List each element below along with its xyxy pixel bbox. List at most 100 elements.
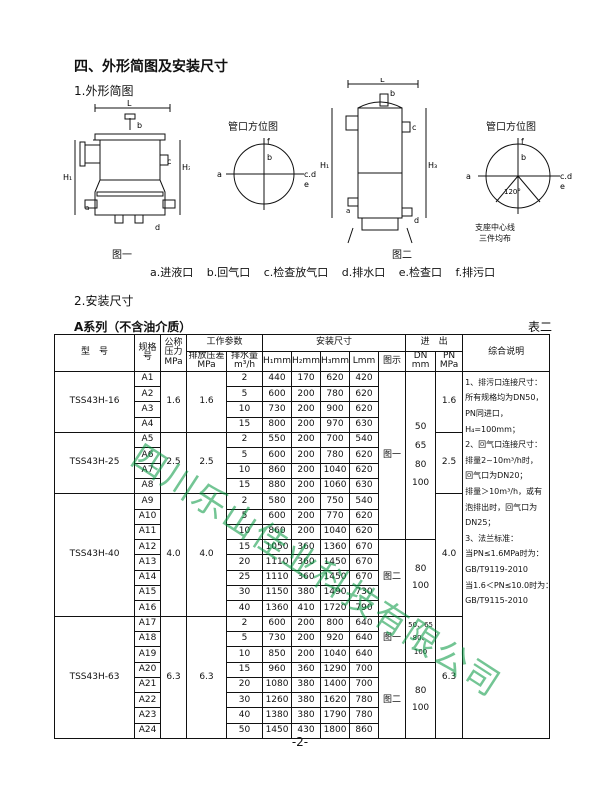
cell-spec: A13 xyxy=(134,554,161,571)
cell-h3: 920 xyxy=(320,630,351,648)
cell-l: 670 xyxy=(349,569,380,587)
cell-drain-vol: 40 xyxy=(225,707,264,724)
cell-h2: 380 xyxy=(291,676,322,694)
header-fig: 图示 xyxy=(378,351,407,372)
cell-h3: 620 xyxy=(320,370,351,388)
legend-item: e.检查口 xyxy=(398,266,443,279)
cell-h2: 200 xyxy=(291,508,322,525)
cell-h2: 200 xyxy=(291,401,322,418)
cell-h1: 600 xyxy=(262,447,293,464)
svg-text:f: f xyxy=(267,137,270,146)
svg-text:b: b xyxy=(137,121,142,130)
cell-spec: A11 xyxy=(134,523,161,541)
header-dn: DN mm xyxy=(405,351,437,372)
cell-h1: 1080 xyxy=(262,676,293,694)
header-pn: PN MPa xyxy=(435,351,464,372)
svg-text:a: a xyxy=(85,204,89,212)
cell-pressure: 6.3 xyxy=(160,615,187,740)
cell-h2: 200 xyxy=(291,493,322,510)
port-diagram-2-title: 管口方位图 xyxy=(486,122,536,133)
cell-model: TSS43H-63 xyxy=(54,615,135,740)
cell-description: 1、排污口连接尺寸：所有规格均为DN50，PN同进口，H₄=100mm；2、回气… xyxy=(462,370,551,740)
cell-h1: 730 xyxy=(262,630,293,648)
cell-drain-vol: 40 xyxy=(225,600,264,617)
cell-drain-vol: 5 xyxy=(225,508,264,525)
port-diagram-1: f b a c.d e xyxy=(217,137,316,210)
cell-h2: 410 xyxy=(291,600,322,617)
legend-item: c.检查放气口 xyxy=(263,266,329,279)
cell-spec: A24 xyxy=(134,722,161,740)
cell-drain-vol: 30 xyxy=(225,585,264,602)
dn-value: 65 xyxy=(414,440,427,451)
svg-text:b: b xyxy=(390,89,395,98)
header-pressure: 公称压力MPa xyxy=(160,334,187,372)
cell-h3: 1450 xyxy=(320,554,351,571)
cell-h3: 800 xyxy=(320,615,351,632)
cell-drain-vol: 2 xyxy=(225,370,264,388)
svg-text:e: e xyxy=(560,182,565,191)
cell-h2: 380 xyxy=(291,692,322,709)
description-line: 2、回气口连接尺寸： xyxy=(465,440,543,450)
cell-model: TSS43H-16 xyxy=(54,370,135,434)
cell-drain-diff: 4.0 xyxy=(186,493,227,617)
cell-model: TSS43H-40 xyxy=(54,493,135,617)
angle-label: 120° xyxy=(504,188,521,196)
cell-h1: 600 xyxy=(262,508,293,525)
cell-l: 620 xyxy=(349,386,380,403)
cell-spec: A10 xyxy=(134,508,161,525)
cell-drain-vol: 10 xyxy=(225,462,264,479)
cell-l: 620 xyxy=(349,401,380,418)
cell-h2: 200 xyxy=(291,477,322,495)
figure-1-drawing: L b c H₁ H₃ a d xyxy=(63,100,190,232)
cell-h3: 1040 xyxy=(320,462,351,479)
cell-h3: 750 xyxy=(320,493,351,510)
header-drain-vol: 排水量m³/h xyxy=(225,351,264,372)
legend-item: f.排污口 xyxy=(455,266,496,279)
description-line: 所有规格均为DN50， xyxy=(465,393,544,403)
series-title: A系列（不含油介质） xyxy=(74,320,192,334)
svg-text:H₁: H₁ xyxy=(320,161,329,170)
cell-h2: 200 xyxy=(291,416,322,434)
cell-spec: A3 xyxy=(134,401,161,418)
cell-h1: 1360 xyxy=(262,600,293,617)
cell-l: 630 xyxy=(349,416,380,434)
cell-h1: 860 xyxy=(262,523,293,541)
cell-spec: A15 xyxy=(134,585,161,602)
header-spec: 规格号 xyxy=(134,334,161,372)
header-l: Lmm xyxy=(349,351,380,372)
cell-l: 540 xyxy=(349,432,380,449)
cell-h1: 600 xyxy=(262,615,293,632)
svg-text:L: L xyxy=(380,78,385,84)
cell-model: TSS43H-25 xyxy=(54,432,135,495)
cell-drain-vol: 30 xyxy=(225,692,264,709)
cell-l: 540 xyxy=(349,493,380,510)
figure-1-caption: 图一 xyxy=(112,250,132,261)
cell-drain-diff: 6.3 xyxy=(186,615,227,740)
cell-l: 670 xyxy=(349,539,380,556)
cell-spec: A9 xyxy=(134,493,161,510)
header-desc: 综合说明 xyxy=(462,334,551,372)
description-line: 回气口为DN20； xyxy=(465,471,528,481)
cell-l: 420 xyxy=(349,370,380,388)
cell-h1: 1260 xyxy=(262,692,293,709)
description-line: H₄=100mm； xyxy=(465,424,520,434)
dn-value: 80 xyxy=(414,459,427,470)
cell-h3: 900 xyxy=(320,401,351,418)
cell-l: 730 xyxy=(349,585,380,602)
cell-pressure: 1.6 xyxy=(160,370,187,434)
cell-pn: 2.5 xyxy=(435,432,464,495)
description-line: 排量2~10m³/h时， xyxy=(465,455,538,465)
cell-pn: 1.6 xyxy=(435,370,464,434)
description-line: GB/T9119-2010 xyxy=(465,565,528,574)
cell-h1: 1380 xyxy=(262,707,293,724)
cell-l: 640 xyxy=(349,615,380,632)
svg-text:c: c xyxy=(167,157,171,166)
cell-h1: 1110 xyxy=(262,569,293,587)
section-title: 四、外形简图及安装尺寸 xyxy=(74,59,228,75)
